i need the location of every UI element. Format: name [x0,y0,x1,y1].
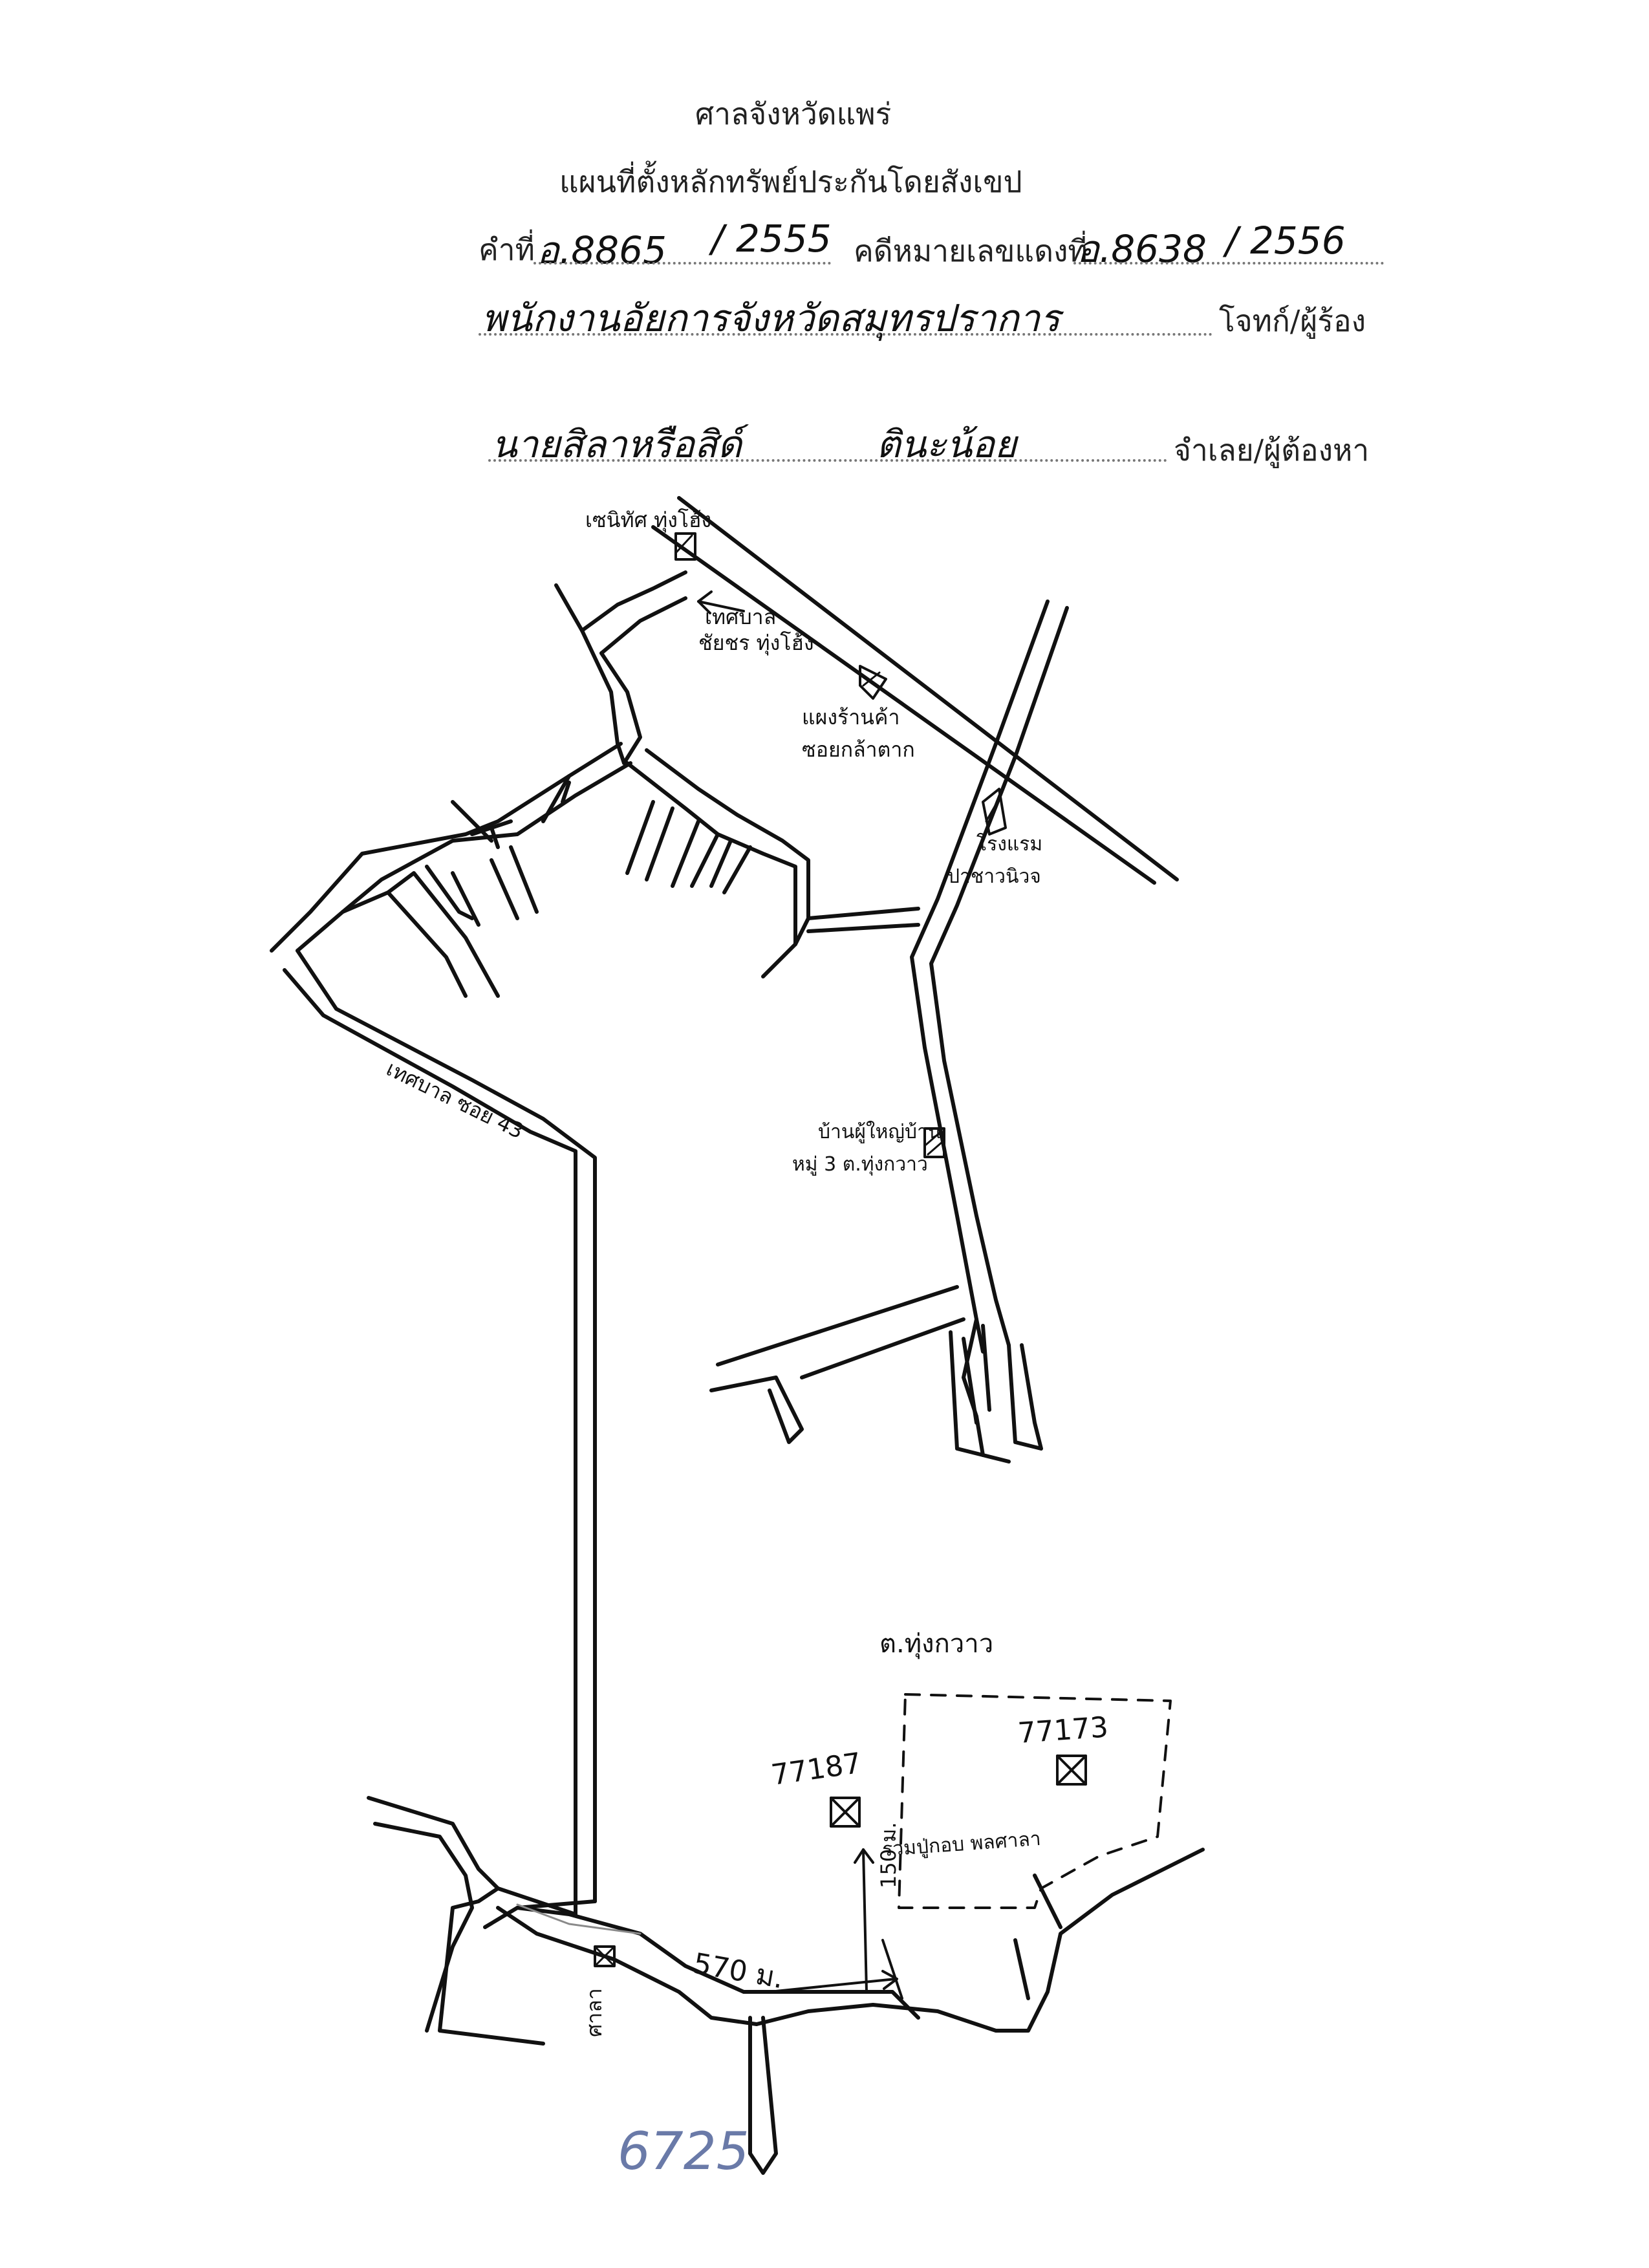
label-subdistrict: ต.ทุ่งกวาว [879,1629,993,1659]
order-year: / 2555 [711,217,832,261]
red-case-dotted-line [1073,262,1384,265]
label-school-top: เซนิทัศ ทุ่งโฮ้ง [585,508,711,533]
south-east-branch [709,1285,991,1457]
building-marker-shrine [594,1945,616,1967]
red-case-year: / 2556 [1225,219,1346,263]
label-village-2: หมู่ 3 ต.ทุ่งกวาว [792,1153,928,1176]
defendant-first-name: นายสิลาหรือสิด์ [491,422,742,466]
defendant-role: จำเลย/ผู้ต้องหา [1174,433,1370,468]
order-number: อ.8865 [537,228,667,272]
lot-marker-77173 [1056,1755,1087,1786]
document-title: แผนที่ตั้งหลักทรัพย์ประกันโดยสังเขป [559,164,1022,199]
arrow-570m [768,1970,898,1993]
north-south-road [910,599,1069,1463]
label-hotel: โรงแรม [976,832,1042,856]
label-village: บ้านผู้ใหญ่บ้าน [818,1121,941,1143]
plaintiff-dotted-line [479,333,1212,336]
building-marker-school [674,532,696,561]
upper-winding-road [554,570,687,765]
label-municipal-2: ชัยชร ทุ่งโฮ้ง [698,631,814,656]
defendant-dotted-line [488,459,1167,462]
plaintiff-role: โจทก์/ผู้ร้อง [1219,303,1366,338]
arrow-municipal [697,590,745,614]
label-shop-2: ซอยกล้าตาก [802,737,915,762]
pencil-line [516,1903,641,1935]
middle-road-system [625,748,920,978]
order-year-value: 2555 [735,217,832,261]
label-river-note: รวมปู่กอบ พลศาลา [881,1828,1042,1861]
label-hotel-2: ปาชาวนิวจ [947,865,1041,888]
arrow-150m [854,1848,903,2000]
lot-marker-77187 [830,1797,861,1828]
order-dotted-line [534,262,831,265]
label-lot-77173: 77173 [1017,1711,1109,1750]
label-shop: แผงร้านค้า [802,705,900,729]
plaintiff-name: พนักงานอัยการจังหวัดสมุทรปราการ [482,296,1061,340]
label-municipal: เทศบาล [705,605,776,629]
label-lot-77187: 77187 [769,1747,863,1792]
court-name: ศาลจังหวัดแพร่ [695,96,892,131]
label-shrine: ศาลา [582,1988,607,2037]
southern-road [367,1796,1205,2175]
label-distance-150m: 150 ม. [876,1822,901,1888]
highway-diagonal [651,496,1179,885]
building-marker-hotel [982,788,1007,836]
red-case-label: คดีหมายเลขแดงที่ [854,233,1088,268]
defendant-last-name: ตินะน้อย [876,422,1017,466]
building-marker-village [923,1127,945,1158]
building-marker-shop [859,665,887,700]
red-case-year-value: 2556 [1249,219,1346,263]
pencil-note: 6725 [618,2121,749,2181]
order-label: คำที่ [479,232,535,267]
western-road-network [270,742,632,1916]
parcel-boundary [898,1693,1172,1909]
